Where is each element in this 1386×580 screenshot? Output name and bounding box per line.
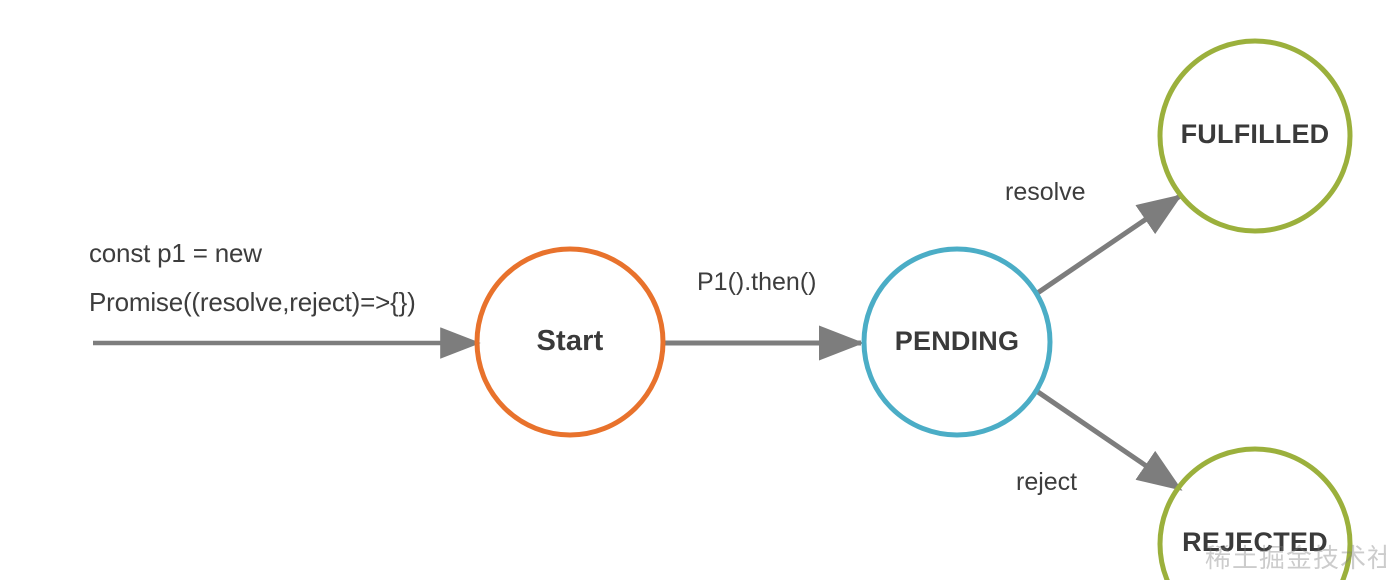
node-rejected-circle[interactable]	[1157, 446, 1353, 580]
node-fulfilled-circle[interactable]	[1157, 38, 1353, 234]
edge-label-reject: reject	[1016, 468, 1078, 496]
watermark-text: 稀土掘金技术社区	[1205, 544, 1386, 574]
node-start-circle[interactable]	[474, 246, 666, 438]
node-label-fulfilled: FULFILLED	[1180, 119, 1330, 149]
node-label-start: Start	[536, 325, 604, 357]
edge-label-p1-then: P1().then()	[697, 268, 817, 296]
node-label-pending: PENDING	[894, 326, 1020, 356]
node-label-rejected: REJECTED	[1182, 527, 1328, 557]
node-pending-circle[interactable]	[861, 246, 1053, 438]
edge-pending-to-rejected-arrow	[1036, 389, 1183, 492]
annotation-code-line-2: Promise((resolve,reject)=>{})	[89, 287, 416, 317]
edge-label-resolve: resolve	[1005, 178, 1086, 206]
edge-pending-to-fulfilled-arrow	[1034, 193, 1183, 297]
annotation-code-line-1: const p1 = new	[89, 238, 262, 268]
